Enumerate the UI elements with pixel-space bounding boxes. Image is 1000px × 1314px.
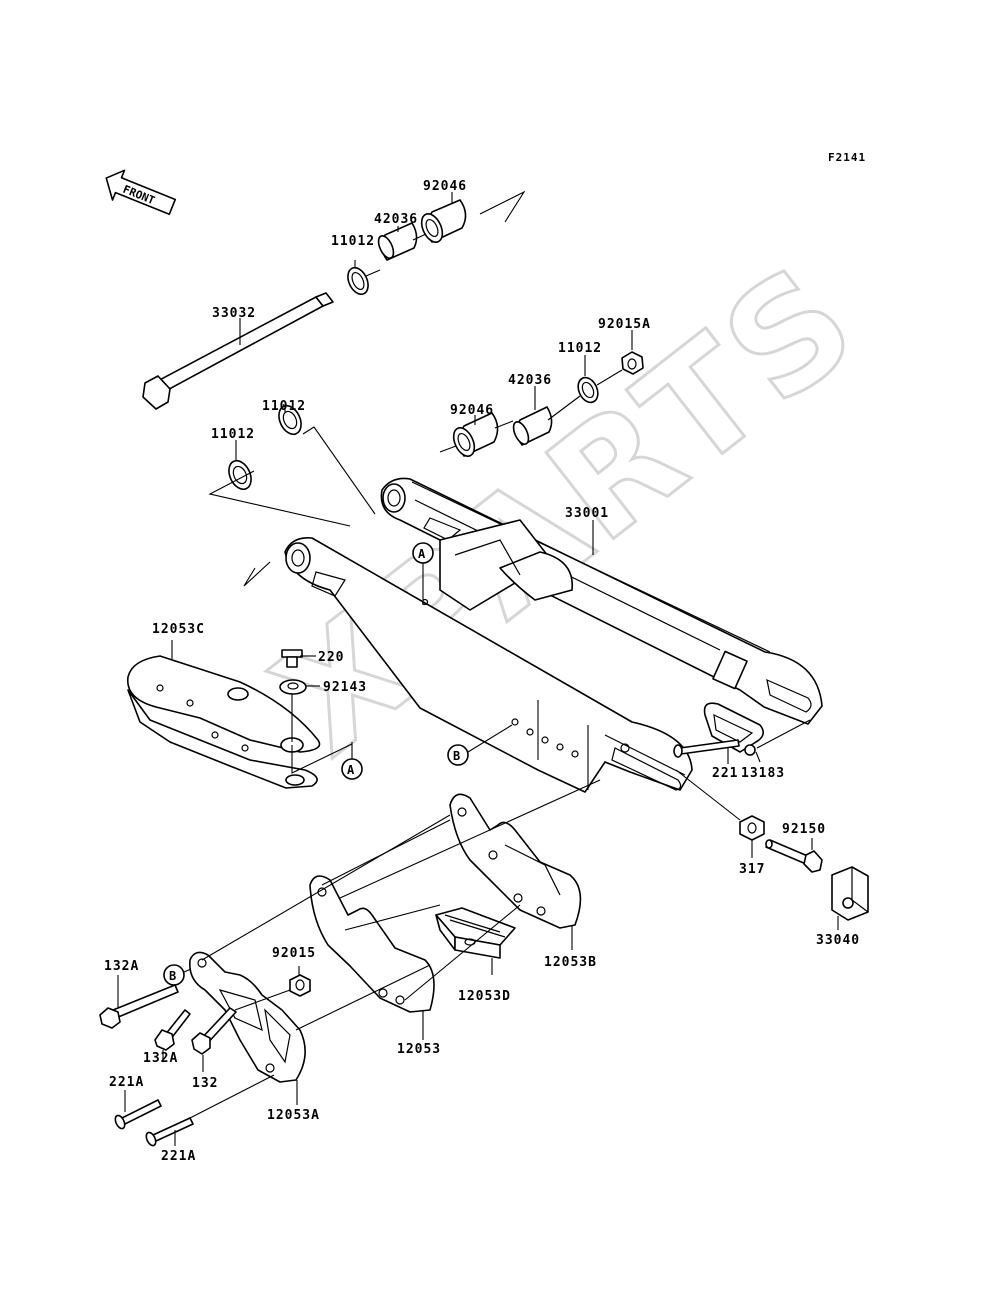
- chain-slider-12053C: [127, 655, 321, 789]
- washer-92143: [279, 679, 307, 695]
- ref-marker-b-right: B: [447, 724, 513, 766]
- screw-220: [281, 649, 303, 668]
- collar-42036-right: [512, 406, 553, 446]
- guide-block-12053D: [435, 907, 516, 959]
- label-33032: 33032: [212, 306, 256, 321]
- screw-221A-bottom: [145, 1117, 194, 1147]
- label-92046-top: 92046: [423, 179, 467, 194]
- label-220: 220: [318, 650, 344, 665]
- label-92015A: 92015A: [598, 317, 651, 332]
- label-92046-right: 92046: [450, 403, 494, 418]
- label-132A-bottom: 132A: [143, 1051, 178, 1066]
- nut-317: [739, 815, 765, 841]
- ref-marker-a-top: A: [412, 542, 434, 605]
- label-13183: 13183: [741, 766, 785, 781]
- ref-marker-a-top-label: A: [418, 547, 426, 561]
- nut-92015: [289, 974, 311, 997]
- screw-221: [673, 739, 740, 758]
- label-11012-top: 11012: [331, 234, 375, 249]
- label-42036-right: 42036: [508, 373, 552, 388]
- bolt-132: [191, 1007, 237, 1055]
- label-317: 317: [739, 862, 765, 877]
- label-11012-mid: 11012: [262, 399, 306, 414]
- label-92150: 92150: [782, 822, 826, 837]
- bolt-92150: [765, 839, 823, 873]
- label-92015: 92015: [272, 946, 316, 961]
- ref-marker-a-bottom: A: [341, 742, 363, 780]
- label-221: 221: [712, 766, 738, 781]
- label-92143: 92143: [323, 680, 367, 695]
- adjuster-block-33040: [831, 866, 869, 921]
- seal-11012-left: [228, 459, 252, 491]
- nut-92015A: [621, 351, 644, 375]
- guide-plate-12053B: [449, 793, 582, 929]
- bolt-132A-bottom: [154, 1009, 191, 1051]
- label-132A-top: 132A: [104, 959, 139, 974]
- label-12053A: 12053A: [267, 1108, 320, 1123]
- label-12053: 12053: [397, 1042, 441, 1057]
- pivot-shaft-33032: [142, 292, 334, 410]
- seal-11012-right: [577, 376, 599, 404]
- bearing-92046-right: [452, 412, 499, 457]
- front-arrow-icon: FRONT: [105, 169, 177, 216]
- label-221A-top: 221A: [109, 1075, 144, 1090]
- label-12053D: 12053D: [458, 989, 511, 1004]
- ref-marker-b-left-label: B: [169, 969, 176, 983]
- label-11012-right: 11012: [558, 341, 602, 356]
- collar-42036-top: [377, 222, 418, 261]
- seal-11012-top: [347, 266, 369, 296]
- swingarm-33001: [284, 477, 823, 793]
- ref-marker-b-right-label: B: [453, 749, 460, 763]
- label-42036-top: 42036: [374, 212, 418, 227]
- ref-marker-a-bottom-label: A: [347, 763, 355, 777]
- label-132: 132: [192, 1076, 218, 1091]
- label-221A-bottom: 221A: [161, 1149, 196, 1164]
- screw-221A-top: [114, 1099, 162, 1130]
- figure-id: F2141: [828, 151, 866, 164]
- bolt-132A-top: [99, 984, 179, 1029]
- label-33040: 33040: [816, 933, 860, 948]
- label-33001: 33001: [565, 506, 609, 521]
- label-12053C: 12053C: [152, 622, 205, 637]
- plate-13183: [703, 702, 764, 756]
- label-11012-left: 11012: [211, 427, 255, 442]
- bearing-92046-top: [420, 199, 467, 243]
- guide-plate-12053A: [188, 951, 306, 1083]
- seal-11012-mid: [278, 404, 302, 436]
- label-12053B: 12053B: [544, 955, 597, 970]
